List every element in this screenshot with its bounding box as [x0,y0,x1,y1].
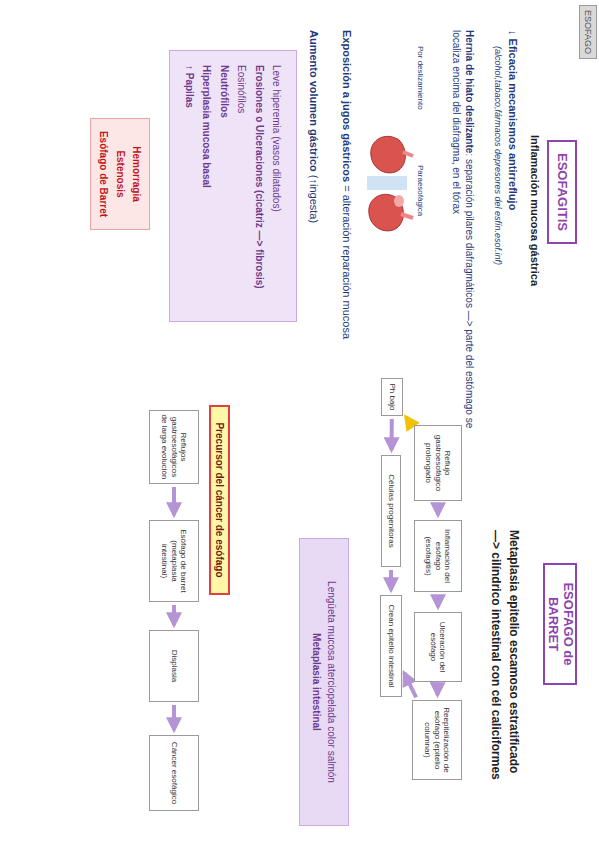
section-heading-box: ESOFAGITIS [547,140,577,244]
label-line: Por deslizamiento [415,46,425,136]
info-box: ESOFAGO [579,5,597,59]
process-box: Reflujos gastroesofágicos de larga evolu… [149,410,199,484]
node-text: Cáncer esofágico [169,742,178,804]
process-box: Crean epitelio intestinal [380,595,402,697]
esophagus-shape [403,152,413,156]
note-text: Paraesofágica [416,165,425,216]
node-text: Leve hiperemia (vasos dilatados) [271,65,283,212]
node-text: Células progenitoras [386,474,395,547]
node-text: Displasia [169,650,178,682]
flow-arrow [172,705,176,730]
esophagus-shape [401,214,413,218]
label-line: Exposición a jugos gástricos = alteració… [339,30,353,450]
process-box: Ph bajo [381,378,403,416]
node-text: Precursor del cáncer de esófago [214,422,226,577]
flow-arrow [436,595,440,607]
node-text: Neutrófilos [219,65,231,118]
note-text: ↓ Eficacia mecanismos antirreflujo [507,30,519,210]
label-line: Metaplasia epitelio escamoso estratifica… [506,530,521,840]
note-text: = alteración reparación mucosa [341,182,353,339]
node-text: Ph bajo [387,383,396,410]
node-text: ESOFAGO [583,10,593,54]
flow-arrow [389,570,393,590]
stomach-shape [369,194,404,231]
flow-arrow [172,605,176,625]
info-box: Precursor del cáncer de esófago [209,405,230,595]
info-box: Leve hiperemia (vasos dilatados) Erosione… [169,50,297,322]
node-text: Ulceración del esófago [429,616,447,678]
flow-arrow [436,504,440,515]
hernia-illustration [367,136,413,231]
process-box: Células progenitoras [381,455,401,567]
node-text: Reflujo gastroesofágico prolongado [424,429,452,497]
note-text: Exposición a jugos gástricos [341,30,353,182]
node-text: Eosinófilos [236,65,248,113]
node-text: Inflamación del esófago (esofagitis) [424,524,452,588]
node-text: ↑ Papilas [184,65,196,108]
info-box: Hemorragia Estenosis Esófago de Barret [90,118,150,230]
note-text: Metaplasia epitelio escamoso estratifica… [507,530,521,773]
node-text: ESOFAGO de BARRET [545,568,575,680]
node-text: Hiperplasia mucosa basal [201,65,213,188]
label-line: ↓ Eficacia mecanismos antirreflujo [505,30,519,360]
flow-arrow [172,487,176,515]
node-text: Hemorragia [131,146,143,202]
flow-arrow [435,685,439,695]
label-line: Hernia de hiato deslizante: separación p… [450,30,475,450]
note-text: Hernia de hiato deslizante [464,30,475,153]
process-box: Ulceración del esófago [414,612,462,682]
node-text: Lengüeta mucosa aterciopelada color salm… [326,581,338,783]
info-box: Lengüeta mucosa aterciopelada color salm… [299,538,349,826]
node-text: Crean epitelio intestinal [386,604,395,687]
process-box: Esófago de barret (metaplasia intestinal… [149,520,199,602]
process-box: Cáncer esofágico [149,735,199,811]
hernia-pouch [394,195,404,207]
process-box: Reflujo gastroesofágico prolongado [414,425,462,501]
note-text: (↑ingesta) [308,172,320,223]
label-line: Inflamación mucosa gástrica [527,135,541,335]
label-line: —> cilíndrico intestinal con cél calicif… [488,530,503,840]
node-text: Esófago de Barret [98,131,110,217]
stomach-shape [371,136,406,173]
label-line: Paraesofágica [415,165,425,245]
node-text: Estenosis [114,150,126,197]
process-box: Displasia [149,630,199,702]
process-box: Reepitelización de esófago (epitelio col… [412,700,462,780]
diaphragm-band [367,176,407,190]
node-text: Erosiones o Ulceraciones (cicatriz —> fi… [254,65,266,289]
note-text: Inflamación mucosa gástrica [529,135,541,286]
label-line: Aumento volumen gástrico (↑ingesta) [306,30,320,330]
process-box: Inflamación del esófago (esofagitis) [414,520,462,592]
flow-arrow [406,417,412,426]
node-text: Reflujos gastroesofágicos de larga evolu… [160,414,188,480]
node-text: Metaplasia intestinal [311,633,323,731]
note-text: Por deslizamiento [416,46,425,110]
flow-arrow [390,419,394,450]
note-text: (alcohol,tabaco,fármacos depresores del … [493,46,503,265]
node-text: ESOFAGITIS [555,153,570,231]
note-text: —> cilíndrico intestinal con cél calicif… [489,530,503,780]
note-text: Aumento volumen gástrico [308,30,320,172]
section-heading-box: ESOFAGO de BARRET [543,563,577,685]
node-text: Esófago de barret (metaplasia intestinal… [160,524,188,598]
node-text: Reepitelización de esófago (epitelio col… [423,704,451,776]
label-line: (alcohol,tabaco,fármacos depresores del … [492,46,503,376]
